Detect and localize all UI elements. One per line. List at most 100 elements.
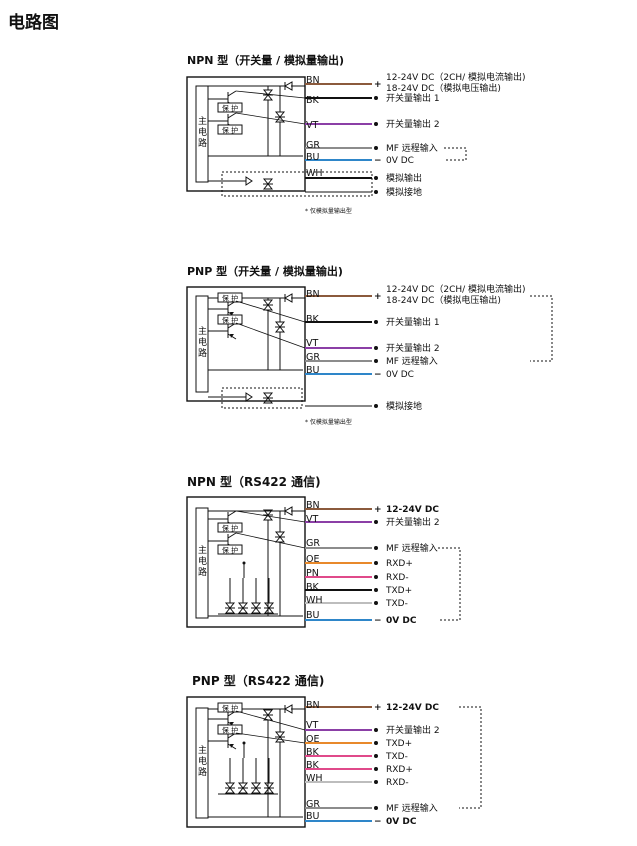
- wire-label: RXD-: [386, 573, 409, 583]
- wire-label: TXD+: [385, 586, 412, 596]
- protection-label: 保 护: [222, 524, 238, 533]
- terminal-dot: [374, 122, 378, 126]
- tvs-diode-bottom: [262, 94, 274, 101]
- junction-dot: [242, 741, 246, 745]
- protection-box: [217, 522, 243, 533]
- circuit-housing: [186, 696, 306, 828]
- wire-code: WH: [306, 773, 323, 784]
- wire-code: BU: [306, 610, 320, 621]
- main-circuit-label: 电: [198, 555, 207, 567]
- protection-label: 保 护: [222, 546, 238, 555]
- wire-label: 0V DC: [386, 370, 414, 380]
- wire-code: BU: [306, 152, 320, 163]
- circuit-line: [235, 532, 306, 549]
- wire-code: GR: [306, 538, 320, 549]
- tvs-diode-bottom: [262, 304, 274, 311]
- protection-box: [217, 544, 243, 555]
- transistor-collector: [227, 510, 237, 517]
- wire-code: BU: [306, 811, 320, 822]
- wire-code: GR: [306, 799, 320, 810]
- input-diode: [283, 81, 293, 91]
- remote-input-link: [444, 147, 467, 161]
- wire-label: 模拟输出: [386, 172, 422, 184]
- remote-input-link: [530, 295, 553, 362]
- tvs-diode-bottom: [237, 787, 249, 794]
- junction-dot: [242, 561, 246, 565]
- transistor-arrow: [230, 744, 234, 748]
- wire-code: PN: [306, 568, 319, 579]
- circuit-line: [235, 300, 306, 323]
- wire-label: 模拟接地: [386, 186, 422, 198]
- protection-box: [217, 292, 243, 303]
- wire-label: MF 远程输入: [386, 142, 438, 154]
- wire-code: BK: [306, 314, 320, 325]
- tvs-diode-bottom: [250, 607, 262, 614]
- main-circuit-block: [195, 295, 209, 393]
- wire-code: GR: [306, 352, 320, 363]
- amplifier-icon: [245, 176, 253, 186]
- wire-code: BN: [306, 75, 320, 86]
- transistor-collector: [227, 90, 237, 97]
- wire-code: BK: [306, 582, 320, 593]
- transistor-collector: [227, 112, 237, 119]
- wire-label: RXD-: [386, 778, 409, 788]
- main-circuit-label: 主: [198, 325, 207, 337]
- diagram-title-npn-switch: NPN 型（开关量 / 模拟量输出): [187, 54, 345, 67]
- diagram-title-pnp-switch: PNP 型（开关量 / 模拟量输出): [187, 265, 343, 278]
- tvs-diode-bottom: [262, 397, 274, 404]
- wire-label: TXD-: [385, 599, 408, 609]
- plus-terminal: +: [374, 703, 382, 713]
- wire-code: VT: [306, 514, 318, 525]
- tvs-diode-bottom: [263, 787, 275, 794]
- terminal-dot: [374, 561, 378, 565]
- wire-code: BK: [306, 95, 320, 106]
- wire-label: 开关量输出 2: [386, 516, 440, 528]
- wire-label: MF 远程输入: [386, 542, 438, 554]
- wire-code: WH: [306, 595, 323, 606]
- main-circuit-label: 路: [198, 137, 207, 149]
- wire-label: 开关量输出 2: [386, 342, 440, 354]
- terminal-dot: [374, 96, 378, 100]
- wire-code: BN: [306, 289, 320, 300]
- wire-label: 开关量输出 1: [386, 92, 440, 104]
- main-circuit-label: 电: [198, 336, 207, 348]
- tvs-diode-bottom: [274, 326, 286, 333]
- wire-label: 开关量输出 2: [386, 724, 440, 736]
- plus-terminal: +: [374, 292, 382, 302]
- terminal-dot: [374, 546, 378, 550]
- circuit-line: [235, 510, 306, 523]
- amplifier-icon: [245, 392, 253, 402]
- protection-box: [217, 702, 243, 713]
- main-circuit-label: 主: [198, 115, 207, 127]
- wire-label: 开关量输出 1: [386, 316, 440, 328]
- terminal-dot: [374, 754, 378, 758]
- terminal-dot: [374, 176, 378, 180]
- wire-label: TXD-: [385, 752, 408, 762]
- wire-label: 模拟接地: [386, 400, 422, 412]
- main-circuit-label: 主: [198, 744, 207, 756]
- terminal-dot: [374, 728, 378, 732]
- main-circuit-label: 主: [198, 544, 207, 556]
- protection-label: 保 护: [222, 704, 238, 713]
- minus-terminal: −: [374, 156, 382, 166]
- circuit-housing: [186, 76, 306, 192]
- wire-code: BK: [306, 760, 320, 771]
- footnote: * 仅模拟量输出型: [305, 418, 352, 426]
- wire-code: BN: [306, 500, 320, 511]
- wire-label: 12-24V DC（2CH/ 模拟电流输出): [386, 283, 526, 295]
- wire-code: BK: [306, 747, 320, 758]
- transistor-collector: [227, 532, 237, 539]
- minus-terminal: −: [374, 370, 382, 380]
- wire-label: MF 远程输入: [386, 355, 438, 367]
- protection-box: [217, 124, 243, 135]
- wire-label: 0V DC: [386, 156, 414, 166]
- tvs-diode-bottom: [262, 714, 274, 721]
- wire-label: 0V DC: [386, 817, 417, 827]
- protection-box: [217, 102, 243, 113]
- protection-label: 保 护: [222, 126, 238, 135]
- wire-code: BN: [306, 700, 320, 711]
- tvs-diode-bottom: [274, 536, 286, 543]
